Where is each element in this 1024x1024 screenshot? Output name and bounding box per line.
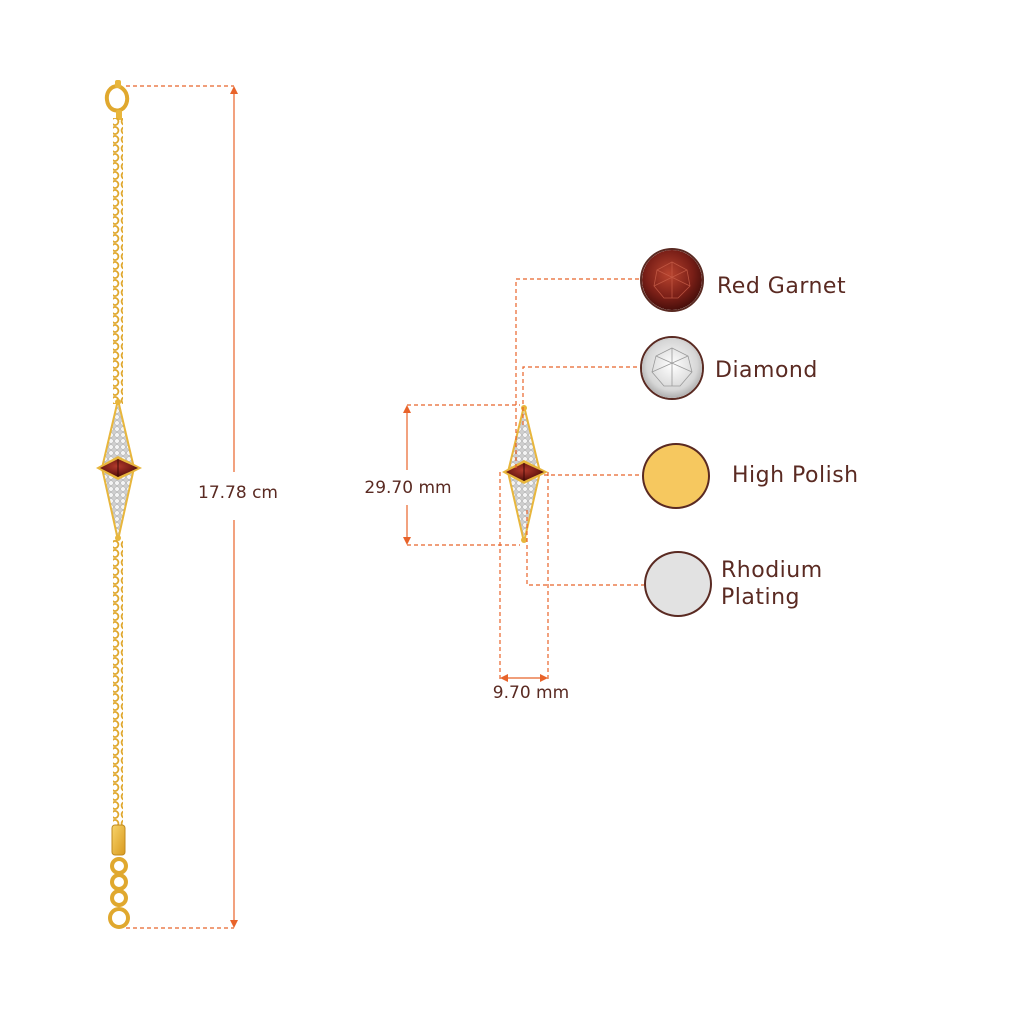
- brand-tag: [111, 824, 126, 856]
- width-dimension: [499, 472, 549, 682]
- lobster-clasp-icon: [104, 80, 130, 120]
- bracelet-full-view: [96, 80, 142, 929]
- width-label: 9.70 mm: [493, 683, 569, 703]
- diamond-gem-icon: [640, 336, 704, 400]
- legend-label-red-garnet: Red Garnet: [717, 274, 847, 299]
- red-garnet-gem-icon: [640, 248, 704, 312]
- height-dimension: [403, 404, 520, 546]
- legend-label-diamond: Diamond: [715, 358, 818, 383]
- legend-label-high-polish: High Polish: [732, 463, 859, 488]
- chain-lower: [113, 540, 123, 825]
- rhodium-plating-swatch-icon: [644, 551, 712, 617]
- length-dimension: [126, 85, 238, 929]
- length-label: 17.78 cm: [198, 483, 278, 503]
- high-polish-swatch-icon: [642, 443, 710, 509]
- height-label: 29.70 mm: [364, 478, 451, 498]
- chain-upper: [113, 118, 123, 404]
- centerpiece-detail-view: [502, 405, 548, 543]
- extension-rings: [108, 857, 130, 929]
- legend-leader-lines: [515, 278, 644, 586]
- legend-label-rhodium-plating: Rhodium Plating: [721, 558, 823, 610]
- bracelet-centerpiece: [96, 399, 142, 541]
